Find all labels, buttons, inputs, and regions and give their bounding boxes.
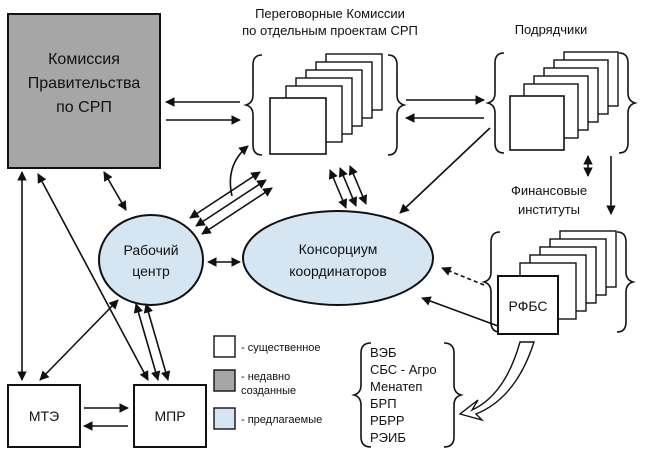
financial-title-2: институты: [518, 202, 580, 217]
consortium-ellipse: [242, 210, 434, 306]
bank-item: РЭИБ: [370, 430, 406, 445]
arrow-contractors-to-consortium: [399, 127, 491, 214]
mpr-box: [133, 384, 207, 448]
workcenter-label-2: центр: [132, 263, 170, 279]
mpr-label: МПР: [154, 408, 185, 424]
workcenter-label-1: Рабочий: [123, 242, 178, 258]
banks-brace-right: [443, 342, 464, 448]
connectors: [17, 95, 616, 431]
consortium-label-1: Консорциум: [299, 241, 378, 257]
negotiating-title-2: по отдельным проектам СРП: [242, 23, 418, 38]
commission-label-1: Комиссия: [48, 51, 120, 68]
arrow-commission-workcenter: [103, 171, 127, 211]
contractors-stack: [485, 51, 638, 154]
negotiating-stack: [243, 53, 407, 156]
arrow-workcenter-mpr-1: [133, 303, 161, 381]
bank-item: СБС - Агро: [370, 362, 437, 377]
commission-label-2: Правительства: [28, 75, 141, 92]
workcenter-ellipse: [98, 214, 204, 306]
financial-title-1: Финансовые: [511, 183, 587, 198]
contractors-title: Подрядчики: [515, 22, 588, 37]
arrow-rfbs-to-consortium: [421, 296, 499, 327]
bank-item: ВЭБ: [370, 345, 397, 360]
banks-brace-left: [351, 342, 372, 448]
commission-label-3: по СРП: [56, 99, 112, 116]
mte-box: [7, 384, 81, 448]
mte-label: МТЭ: [29, 408, 59, 424]
legend-proposed: - предлагаемые: [241, 414, 322, 426]
arrow-financial-to-consortium: [441, 266, 485, 286]
arrow-workcenter-mpr-2: [143, 303, 171, 381]
bank-item: РБРР: [370, 413, 405, 428]
bank-list: ВЭБ СБС - Агро Менатеп БРП РБРР РЭИБ: [370, 345, 437, 445]
legend: - существенное - недавно созданные - пре…: [213, 335, 322, 430]
negotiating-title-1: Переговорные Комиссии: [255, 6, 405, 21]
arrow-workcenter-neg-3: [201, 187, 273, 235]
legend-recent-1: - недавно: [241, 371, 290, 383]
legend-swatch-recent: [213, 369, 236, 392]
bank-item: Менатеп: [370, 379, 422, 394]
rfbs-label: РФБС: [509, 298, 548, 314]
bank-item: БРП: [370, 396, 397, 411]
rfbs-box: [497, 275, 559, 335]
arrow-rfbs-to-banks: [458, 341, 535, 422]
legend-swatch-existing: [213, 335, 236, 358]
legend-existing: - существенное: [241, 342, 321, 354]
commission-box: [7, 13, 161, 169]
legend-recent-2: созданные: [241, 385, 296, 397]
arrow-workcenter-mte: [39, 299, 119, 381]
arrow-consortium-neg-3: [348, 165, 368, 205]
consortium-label-2: координаторов: [289, 263, 387, 279]
legend-swatch-proposed: [213, 407, 236, 430]
arrow-workcenter-neg-1: [189, 171, 261, 219]
arrow-commission-curve: [229, 145, 249, 197]
arrow-commission-mpr: [37, 173, 149, 381]
